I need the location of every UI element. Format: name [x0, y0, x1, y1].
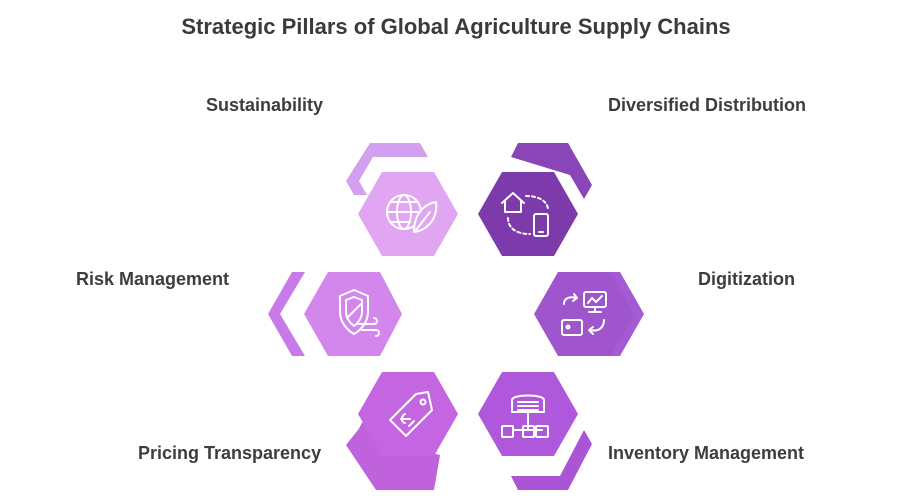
label-digitization: Digitization: [698, 269, 795, 289]
sustainability-accent: [346, 143, 428, 195]
price-tag-icon: [389, 391, 433, 437]
label-pricing-transparency: Pricing Transparency: [138, 443, 322, 463]
label-diversified-distribution: Diversified Distribution: [608, 95, 807, 115]
pillar-diversified-distribution: [478, 143, 592, 256]
digitization-accent: [606, 272, 644, 356]
sustainability-hexagon: [358, 172, 458, 256]
pillar-sustainability: [346, 143, 458, 256]
pricing-transparency-hexagon: [358, 372, 458, 456]
pillar-inventory-management: [478, 372, 592, 490]
label-inventory-management: Inventory Management: [608, 443, 805, 463]
warehouse-network-icon: [501, 394, 549, 438]
pillar-digitization: [534, 272, 644, 356]
label-sustainability: Sustainability: [206, 95, 324, 115]
shield-wind-icon: [339, 289, 380, 337]
home-mobile-icon: [501, 192, 549, 237]
pillar-pricing-transparency: [346, 372, 458, 490]
risk-management-accent: [268, 272, 305, 356]
label-risk-management: Risk Management: [76, 269, 230, 289]
pillar-risk-management: [268, 272, 402, 356]
inventory-management-accent: [511, 430, 592, 490]
diversified-distribution-hexagon: [478, 172, 578, 256]
globe-leaf-icon: [386, 194, 438, 233]
diversified-distribution-accent: [511, 143, 592, 199]
diagram-title: Strategic Pillars of Global Agriculture …: [181, 14, 731, 39]
risk-management-hexagon: [304, 272, 402, 356]
digitization-hexagon: [534, 272, 634, 356]
monitor-sync-icon: [561, 291, 607, 336]
